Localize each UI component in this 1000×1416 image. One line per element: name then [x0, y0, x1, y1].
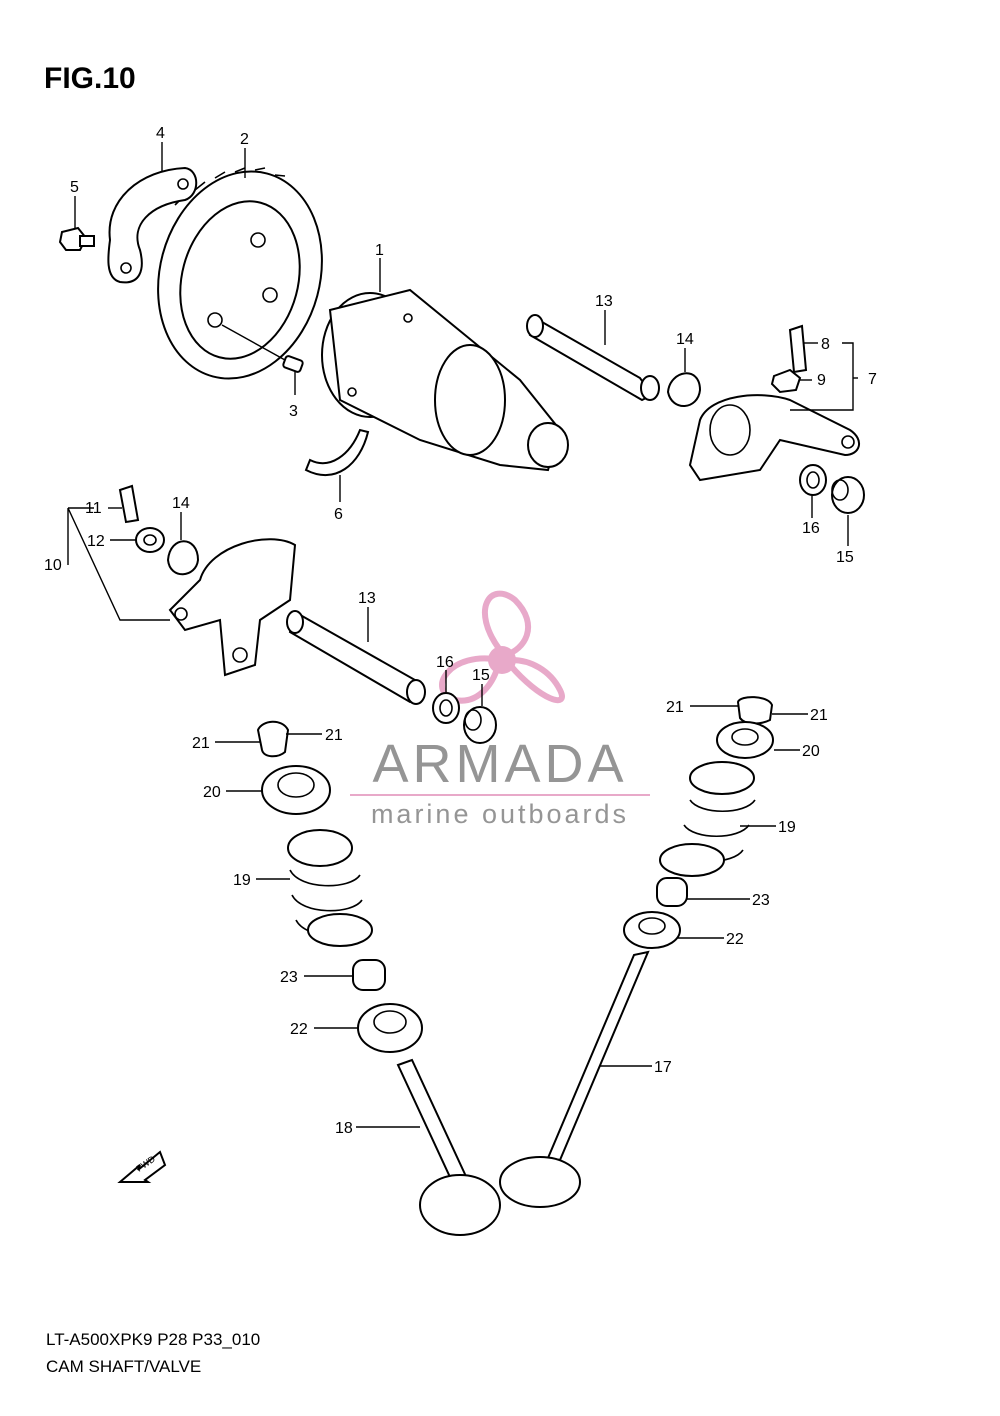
- callout-21-right-a: 21: [666, 699, 684, 716]
- bolt-5: [58, 226, 95, 251]
- dowel-pin-3: [221, 324, 304, 373]
- adjust-screw-8: [788, 324, 808, 374]
- callout-3: 3: [289, 403, 298, 420]
- watermark-brand: ARMADA: [372, 734, 627, 794]
- callout-22-right: 22: [726, 931, 744, 948]
- o-ring-14-lower: [166, 540, 200, 576]
- plug-bolt-15-upper: [831, 476, 865, 514]
- callout-20-left: 20: [203, 784, 221, 801]
- callout-5: 5: [70, 179, 79, 196]
- callout-labels: 4 2 5 1 3 6 13 14 8 9 7 16 15 11 14 12 1…: [44, 125, 877, 1137]
- lock-nut-12: [135, 527, 165, 553]
- rocker-arm-7: [688, 394, 860, 482]
- callout-21-left-a: 21: [192, 735, 210, 752]
- stem-seal-23-left: [352, 959, 386, 991]
- armada-logo: ARMADA marine outboards: [350, 590, 650, 829]
- callout-2: 2: [240, 131, 249, 148]
- stem-seal-23-right: [656, 877, 688, 907]
- callout-23-left: 23: [280, 969, 298, 986]
- washer-16-upper: [799, 464, 827, 496]
- callout-16-upper: 16: [802, 520, 820, 537]
- propeller-icon: [439, 590, 565, 704]
- retainer-plate: [107, 166, 198, 284]
- spring-seat-22-right: [623, 911, 681, 949]
- callout-6: 6: [334, 506, 343, 523]
- rocker-arm-10: [168, 538, 297, 677]
- adjust-screw-11: [118, 484, 140, 524]
- callout-15-upper: 15: [836, 549, 854, 566]
- rocker-shaft-upper: [526, 314, 660, 402]
- callout-21-right-b: 21: [810, 707, 828, 724]
- callout-13-upper: 13: [595, 293, 613, 310]
- valve-spring-19-right: [659, 761, 756, 877]
- callout-14-lower: 14: [172, 495, 190, 512]
- callout-14-upper: 14: [676, 331, 694, 348]
- cotter-21-right: [736, 696, 774, 725]
- callout-20-right: 20: [802, 743, 820, 760]
- leader-lines: [67, 142, 858, 1128]
- valve-spring-19-left: [287, 829, 373, 947]
- watermark-tagline: marine outboards: [371, 799, 629, 829]
- cam-sprocket: [157, 167, 323, 380]
- callout-22-left: 22: [290, 1021, 308, 1038]
- callout-15-lower: 15: [472, 667, 490, 684]
- callout-9: 9: [817, 372, 826, 389]
- callout-1: 1: [375, 242, 384, 259]
- intake-valve-17: [499, 950, 650, 1208]
- callout-19-right: 19: [778, 819, 796, 836]
- diagram-code: LT-A500XPK9 P28 P33_010: [46, 1330, 261, 1349]
- fwd-arrow-icon: FWD: [117, 1150, 167, 1183]
- plug-bolt-15-lower: [463, 706, 497, 744]
- o-ring-14-upper: [666, 372, 702, 407]
- callout-4: 4: [156, 125, 165, 142]
- callout-8: 8: [821, 336, 830, 353]
- callout-19-left: 19: [233, 872, 251, 889]
- half-ring-6: [304, 428, 370, 476]
- callout-23-right: 23: [752, 892, 770, 909]
- washer-16-lower: [432, 692, 460, 724]
- camshaft-1: [321, 288, 569, 472]
- callout-18: 18: [335, 1120, 353, 1137]
- lock-nut-9: [770, 368, 802, 394]
- spring-seat-22-left: [357, 1003, 423, 1053]
- callout-7: 7: [868, 371, 877, 388]
- rocker-shaft-lower: [286, 610, 426, 705]
- callout-21-left-b: 21: [325, 727, 343, 744]
- callout-11: 11: [85, 500, 102, 517]
- callout-12: 12: [87, 533, 105, 550]
- cotter-21-left: [256, 720, 290, 758]
- callout-13-lower: 13: [358, 590, 376, 607]
- figure-title: FIG.10: [44, 62, 136, 95]
- exhaust-valve-18: [396, 1058, 501, 1236]
- callout-16-lower: 16: [436, 654, 454, 671]
- retainer-20-left: [261, 765, 331, 815]
- retainer-20-right: [716, 721, 774, 759]
- callout-10: 10: [44, 557, 62, 574]
- diagram-name: CAM SHAFT/VALVE: [46, 1357, 202, 1376]
- callout-17: 17: [654, 1059, 672, 1076]
